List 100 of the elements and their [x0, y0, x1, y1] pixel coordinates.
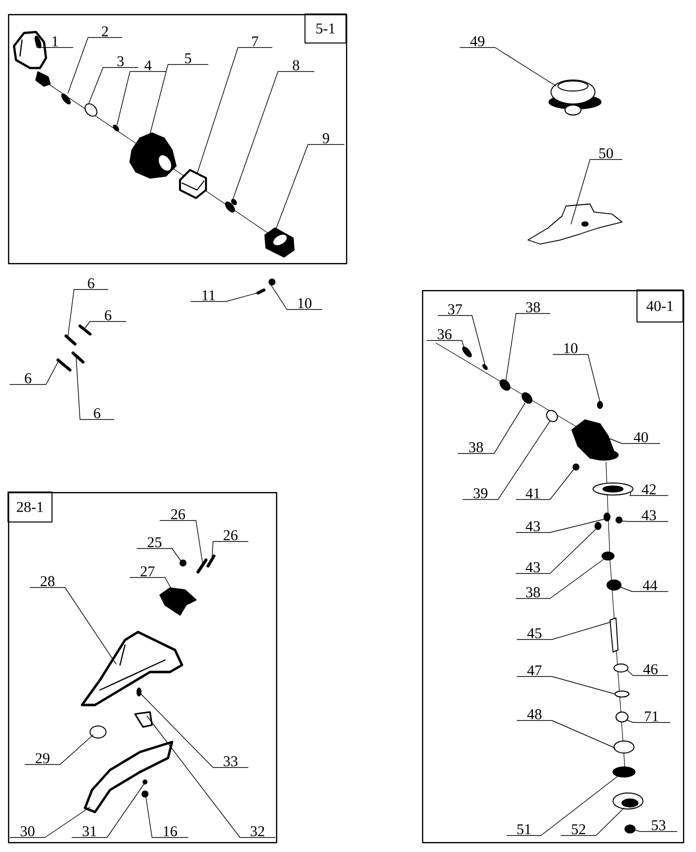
callout-number: 40	[634, 432, 648, 442]
part-drawing	[528, 204, 622, 244]
part-drawing	[612, 766, 636, 778]
leader-line	[552, 354, 600, 402]
leader-line	[212, 541, 248, 560]
callout-number: 52	[572, 824, 586, 834]
part-drawing	[616, 712, 628, 722]
leader-line	[150, 64, 208, 134]
callout-number: 8	[292, 60, 300, 70]
callout-number: 5	[185, 53, 192, 64]
leader-line	[196, 47, 272, 174]
leader-line	[88, 67, 138, 104]
part-drawing	[225, 198, 237, 212]
callout-number: 25	[148, 537, 162, 548]
leader-line	[426, 340, 464, 348]
leader-line	[36, 44, 74, 48]
part-drawing	[84, 103, 98, 117]
part-drawing	[256, 288, 266, 294]
part-drawing	[594, 522, 602, 530]
leader-line	[630, 492, 668, 496]
part-drawing	[616, 516, 622, 524]
part-drawing	[500, 379, 510, 391]
leader-line	[68, 37, 122, 94]
leader-line	[458, 402, 526, 454]
part-drawing	[614, 740, 634, 754]
leader-line	[516, 558, 604, 599]
leader-line	[626, 670, 668, 676]
callout-number: 30	[20, 826, 34, 836]
callout-number: 4	[144, 60, 152, 70]
part-drawing	[159, 587, 197, 616]
part-drawing	[462, 346, 472, 358]
leader-line	[68, 289, 108, 336]
part-drawing	[80, 630, 184, 706]
leader-line	[24, 734, 94, 765]
part-drawing	[572, 464, 580, 470]
part-drawing	[90, 726, 106, 738]
leader-line	[516, 622, 612, 640]
part-drawing	[604, 512, 610, 522]
part-drawing	[614, 690, 630, 698]
part-drawing	[180, 560, 186, 566]
callout-number: 16	[164, 826, 178, 836]
leader-line	[626, 720, 670, 723]
leader-line	[516, 720, 616, 748]
part-drawing	[179, 169, 207, 199]
callout-number: 38	[526, 587, 540, 598]
leader-line	[146, 716, 276, 838]
leader-line	[72, 784, 144, 838]
leader-line	[130, 577, 172, 590]
part-drawing	[129, 132, 177, 179]
part-drawing	[61, 94, 71, 104]
callout-number: 43	[642, 510, 656, 520]
callout-number: 11	[202, 290, 215, 300]
callout-number: 36	[438, 329, 452, 340]
leader-line	[76, 354, 114, 420]
leader-line	[506, 776, 618, 836]
part-drawing	[134, 711, 153, 728]
callout-number: 2	[102, 26, 108, 36]
callout-number: 6	[24, 373, 32, 384]
callout-number: 39	[474, 488, 488, 498]
callout-number: 6	[88, 278, 94, 288]
leader-line	[160, 520, 204, 566]
leader-line	[620, 586, 668, 592]
callout-number: 41	[526, 488, 540, 498]
part-drawing	[196, 558, 208, 574]
leader-line	[462, 420, 550, 500]
part-drawing	[136, 688, 142, 696]
part-drawing	[482, 364, 488, 370]
part-drawing	[64, 334, 76, 346]
callout-number: 71	[644, 711, 658, 722]
leader-line	[516, 528, 596, 574]
callout-number: 9	[322, 133, 330, 144]
leader-line	[460, 47, 556, 86]
part-drawing	[571, 419, 619, 461]
part-drawing	[597, 401, 603, 409]
leader-line	[144, 790, 188, 838]
leader-line	[136, 548, 182, 562]
callout-number: 53	[652, 820, 666, 830]
callout-number: 3	[117, 56, 124, 66]
callout-number: 33	[224, 756, 238, 766]
callout-number: 51	[517, 824, 531, 834]
part-drawing	[142, 780, 148, 784]
leader-line	[10, 362, 58, 385]
leader-line	[232, 71, 314, 200]
leader-line	[620, 520, 668, 522]
leader-line	[516, 518, 606, 533]
leader-line	[84, 321, 126, 328]
callout-number: 6	[94, 408, 100, 418]
leader-line	[270, 284, 322, 310]
part-drawing	[612, 792, 644, 810]
leader-line	[634, 830, 678, 832]
callout-number: 38	[469, 442, 483, 452]
part-drawing	[206, 554, 216, 568]
part-drawing	[72, 352, 84, 364]
part-drawing	[56, 358, 72, 372]
leader-line	[516, 468, 574, 500]
leader-line	[608, 438, 660, 444]
part-drawing	[112, 124, 120, 132]
part-drawing	[84, 740, 174, 814]
leader-line	[10, 806, 90, 838]
callout-number: 48	[527, 709, 542, 720]
